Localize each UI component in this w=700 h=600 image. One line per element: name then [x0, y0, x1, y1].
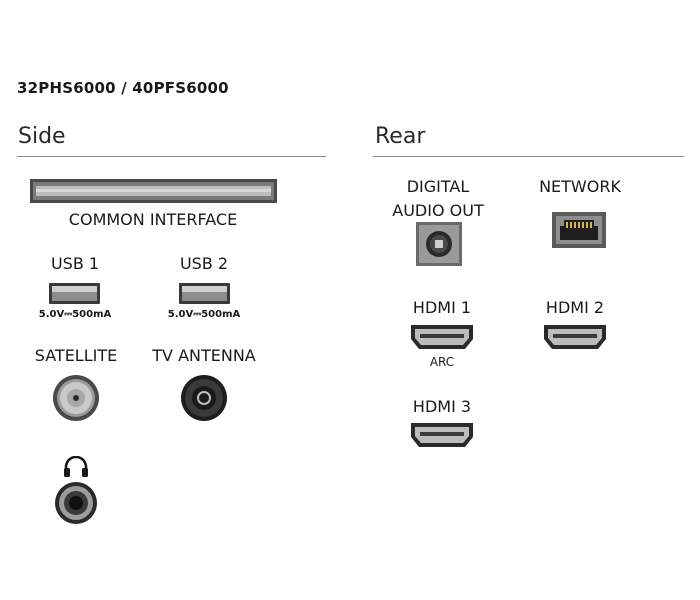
rear-section-title: Rear — [375, 124, 426, 149]
usb2-port-icon — [179, 283, 230, 304]
satellite-label: SATELLITE — [34, 346, 118, 365]
tv-antenna-label: TV ANTENNA — [152, 346, 256, 365]
headphone-jack-icon — [55, 482, 97, 524]
common-interface-slot-icon — [30, 179, 277, 203]
hdmi3-label: HDMI 3 — [412, 397, 472, 416]
side-divider — [17, 156, 326, 157]
rear-divider — [373, 156, 684, 157]
hdmi1-arc-label: ARC — [429, 355, 455, 369]
tv-antenna-connector-icon — [181, 375, 227, 421]
optical-audio-port-icon — [416, 222, 462, 266]
hdmi2-label: HDMI 2 — [545, 298, 605, 317]
usb2-spec: 5.0V⎓500mA — [167, 309, 241, 320]
headphone-icon — [64, 456, 88, 477]
usb2-label: USB 2 — [179, 254, 229, 273]
digital-audio-label-line1: DIGITAL — [406, 177, 470, 196]
model-title: 32PHS6000 / 40PFS6000 — [17, 79, 229, 97]
network-label: NETWORK — [539, 177, 621, 196]
hdmi2-port-icon — [544, 325, 606, 349]
ethernet-port-icon — [552, 212, 606, 248]
hdmi1-port-icon — [411, 325, 473, 349]
usb1-port-icon — [49, 283, 100, 304]
satellite-connector-icon — [53, 375, 99, 421]
common-interface-label: COMMON INTERFACE — [68, 210, 238, 229]
digital-audio-label-line2: AUDIO OUT — [392, 201, 484, 220]
hdmi3-port-icon — [411, 423, 473, 447]
usb1-spec: 5.0V⎓500mA — [38, 309, 112, 320]
usb1-label: USB 1 — [50, 254, 100, 273]
side-section-title: Side — [18, 124, 66, 149]
hdmi1-label: HDMI 1 — [412, 298, 472, 317]
